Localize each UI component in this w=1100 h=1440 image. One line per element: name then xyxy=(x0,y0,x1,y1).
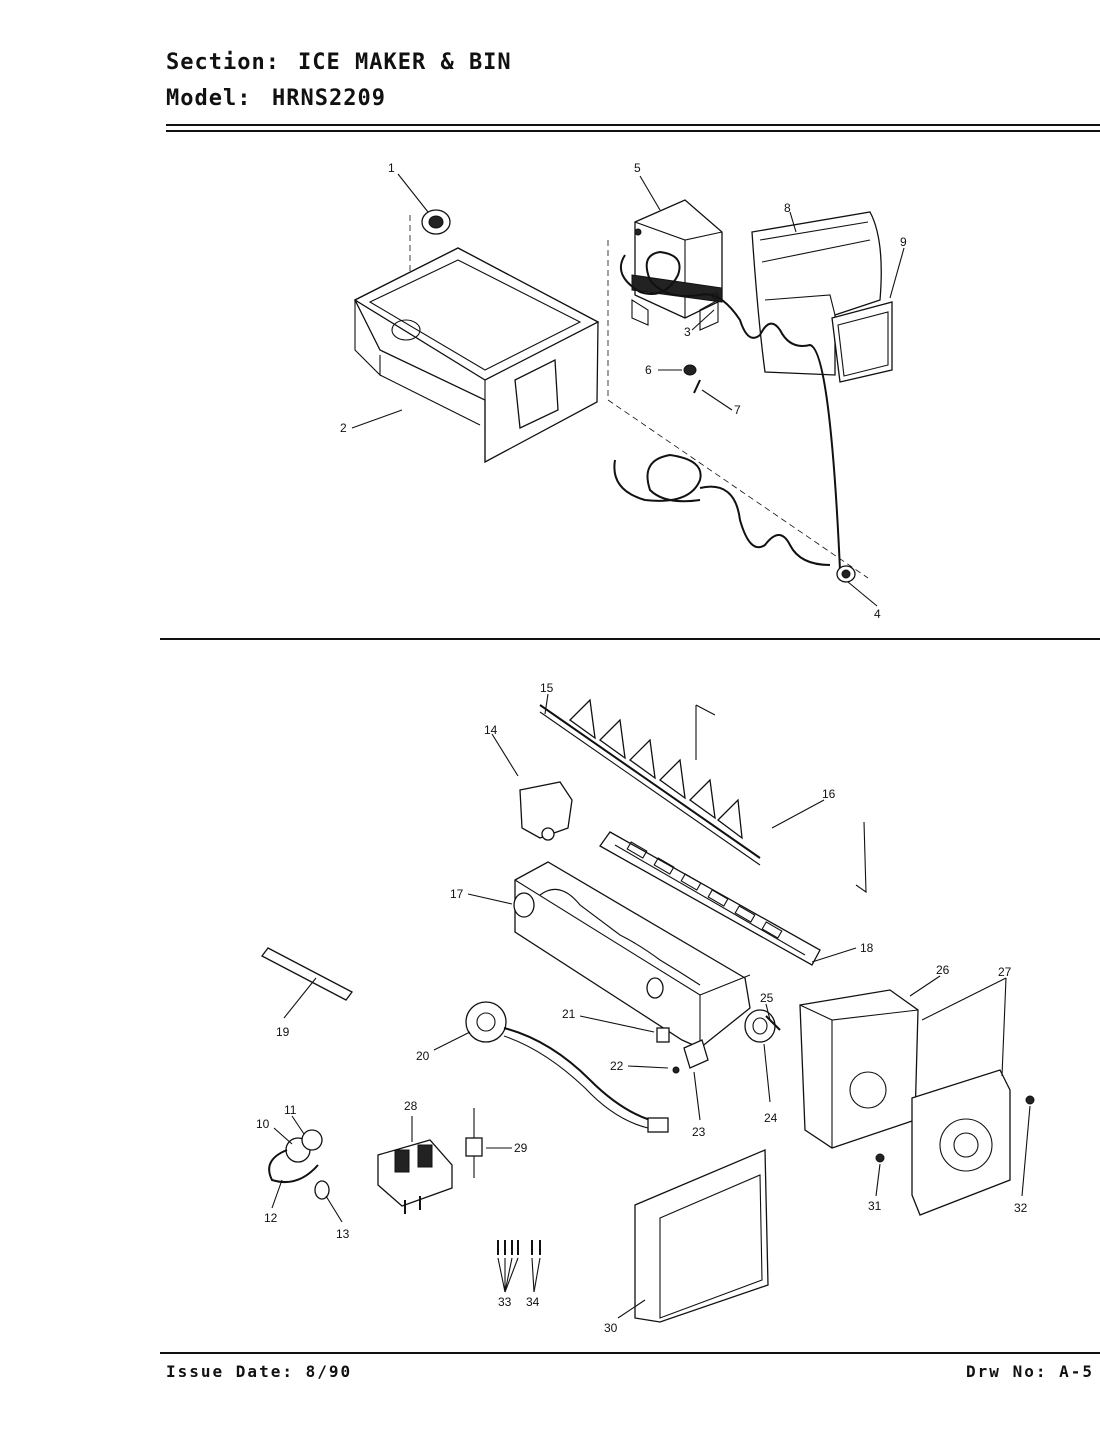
callout-9: 9 xyxy=(900,235,907,249)
part-32-screw xyxy=(1025,1095,1035,1105)
callout-20: 20 xyxy=(416,1049,430,1063)
section-label: Section: xyxy=(166,50,280,75)
part-6-nut xyxy=(683,364,697,376)
callout-19: 19 xyxy=(276,1025,290,1039)
footer-rule xyxy=(160,1352,1100,1354)
part-23-bracket xyxy=(683,1039,709,1069)
header-rule-bottom xyxy=(166,130,1100,132)
part-17-mold xyxy=(513,861,751,1049)
callout-23: 23 xyxy=(692,1125,706,1139)
callout-1: 1 xyxy=(388,161,395,175)
callout-22: 22 xyxy=(610,1059,624,1073)
part-22-screw xyxy=(672,1066,680,1074)
callout-7: 7 xyxy=(734,403,741,417)
header-rule-top xyxy=(166,124,1100,126)
callout-33: 33 xyxy=(498,1295,512,1309)
issue-date: Issue Date: 8/90 xyxy=(166,1362,353,1381)
part-13-connector xyxy=(314,1180,330,1200)
callout-25: 25 xyxy=(760,991,774,1005)
callout-24: 24 xyxy=(764,1111,778,1125)
callout-16: 16 xyxy=(822,787,836,801)
part-14-bracket xyxy=(519,781,573,841)
callout-3: 3 xyxy=(684,325,691,339)
part-24-gear xyxy=(744,1009,776,1043)
part-28-switch xyxy=(377,1139,453,1214)
callout-17: 17 xyxy=(450,887,464,901)
part-4-bearing xyxy=(836,565,856,583)
callout-28: 28 xyxy=(404,1099,418,1113)
callout-27: 27 xyxy=(998,965,1012,979)
part-15-ejector xyxy=(539,698,761,866)
part-2-ice-bin xyxy=(353,247,600,464)
callout-21: 21 xyxy=(562,1007,576,1021)
callout-11: 11 xyxy=(284,1103,297,1117)
leader-lines xyxy=(271,173,1031,1319)
part-20-harness xyxy=(465,1001,669,1133)
callout-6: 6 xyxy=(645,363,652,377)
part-27-module xyxy=(911,1069,1011,1216)
part-3-auger-wire xyxy=(613,250,841,571)
callout-18: 18 xyxy=(860,941,874,955)
part-18-stripper xyxy=(599,831,821,966)
model-value: HRNS2209 xyxy=(272,86,386,111)
callout-14: 14 xyxy=(484,723,498,737)
part-33-34-screws xyxy=(497,1240,541,1255)
part-8-door-chute xyxy=(751,211,882,376)
callout-30: 30 xyxy=(604,1321,618,1335)
callout-13: 13 xyxy=(336,1227,350,1241)
section-divider xyxy=(160,638,1100,640)
callout-26: 26 xyxy=(936,963,950,977)
callout-2: 2 xyxy=(340,421,347,435)
part-10-11-valve xyxy=(268,1129,323,1184)
part-21-clip xyxy=(656,1027,670,1043)
callout-31: 31 xyxy=(868,1199,882,1213)
part-25-spring xyxy=(765,1015,781,1031)
model-label: Model: xyxy=(166,86,252,111)
callout-34: 34 xyxy=(526,1295,540,1309)
part-31-screw xyxy=(875,1153,885,1163)
drawing-number: Drw No: A-5 xyxy=(966,1362,1094,1381)
part-29-fitting xyxy=(465,1108,483,1178)
callout-5: 5 xyxy=(634,161,641,175)
section-value: ICE MAKER & BIN xyxy=(298,50,512,75)
callout-4: 4 xyxy=(874,607,881,621)
callout-8: 8 xyxy=(784,201,791,215)
part-30-cover xyxy=(634,1149,769,1323)
callout-15: 15 xyxy=(540,681,554,695)
callout-12: 12 xyxy=(264,1211,278,1225)
part-7-pin xyxy=(693,379,701,394)
callout-32: 32 xyxy=(1014,1201,1028,1215)
callout-29: 29 xyxy=(514,1141,528,1155)
part-16-shutoff-arm xyxy=(695,704,867,894)
part-19-heater xyxy=(261,947,353,1001)
callout-10: 10 xyxy=(256,1117,270,1131)
part-9-flap xyxy=(831,301,893,383)
part-26-housing xyxy=(799,989,919,1149)
